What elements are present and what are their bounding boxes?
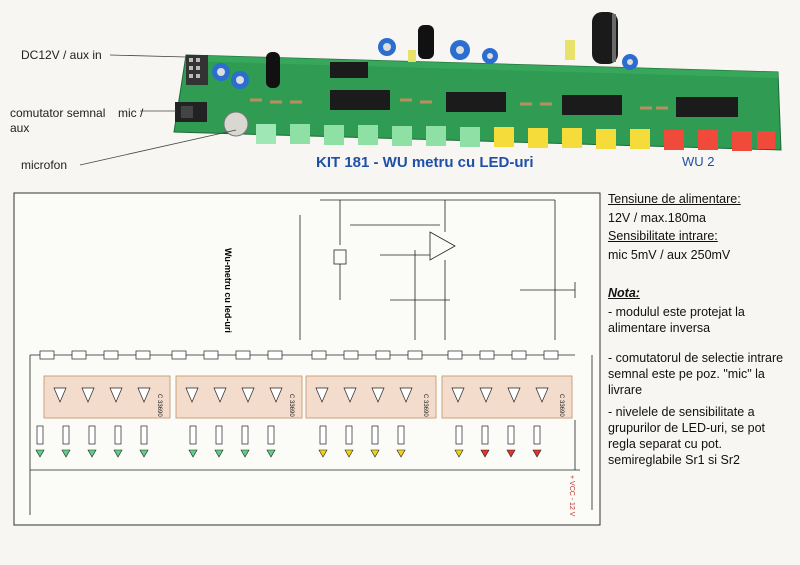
ic-chips — [330, 62, 738, 117]
power-label: DC12V / aux in — [21, 48, 102, 62]
led-bar — [256, 124, 775, 151]
wu2-label: WU 2 — [682, 154, 715, 169]
sensitivity-value: mic 5mV / aux 250mV — [608, 248, 731, 262]
notes-heading: Nota: — [608, 286, 640, 300]
note-1: - modulul este protejat la alimentare in… — [608, 305, 745, 335]
sensitivity-heading: Sensibilitate intrare: — [608, 229, 718, 243]
capacitors — [266, 12, 618, 88]
note-3: - nivelele de sensibilitate a grupurilor… — [608, 405, 766, 467]
trimmer-potentiometers — [212, 38, 638, 89]
switch-mic-label: mic / — [118, 106, 144, 120]
microphone-label: microfon — [21, 158, 68, 172]
supply-heading: Tensiune de alimentare: — [608, 192, 741, 206]
switch-aux-label: aux — [10, 121, 30, 135]
kit-title: KIT 181 - WU metru cu LED-uri — [316, 154, 534, 171]
switch-label: comutator semnal — [10, 106, 106, 120]
supply-value: 12V / max.180ma — [608, 211, 706, 225]
microphone — [223, 111, 249, 137]
note-2: - comutatorul de selectie intrare semnal… — [608, 351, 784, 397]
